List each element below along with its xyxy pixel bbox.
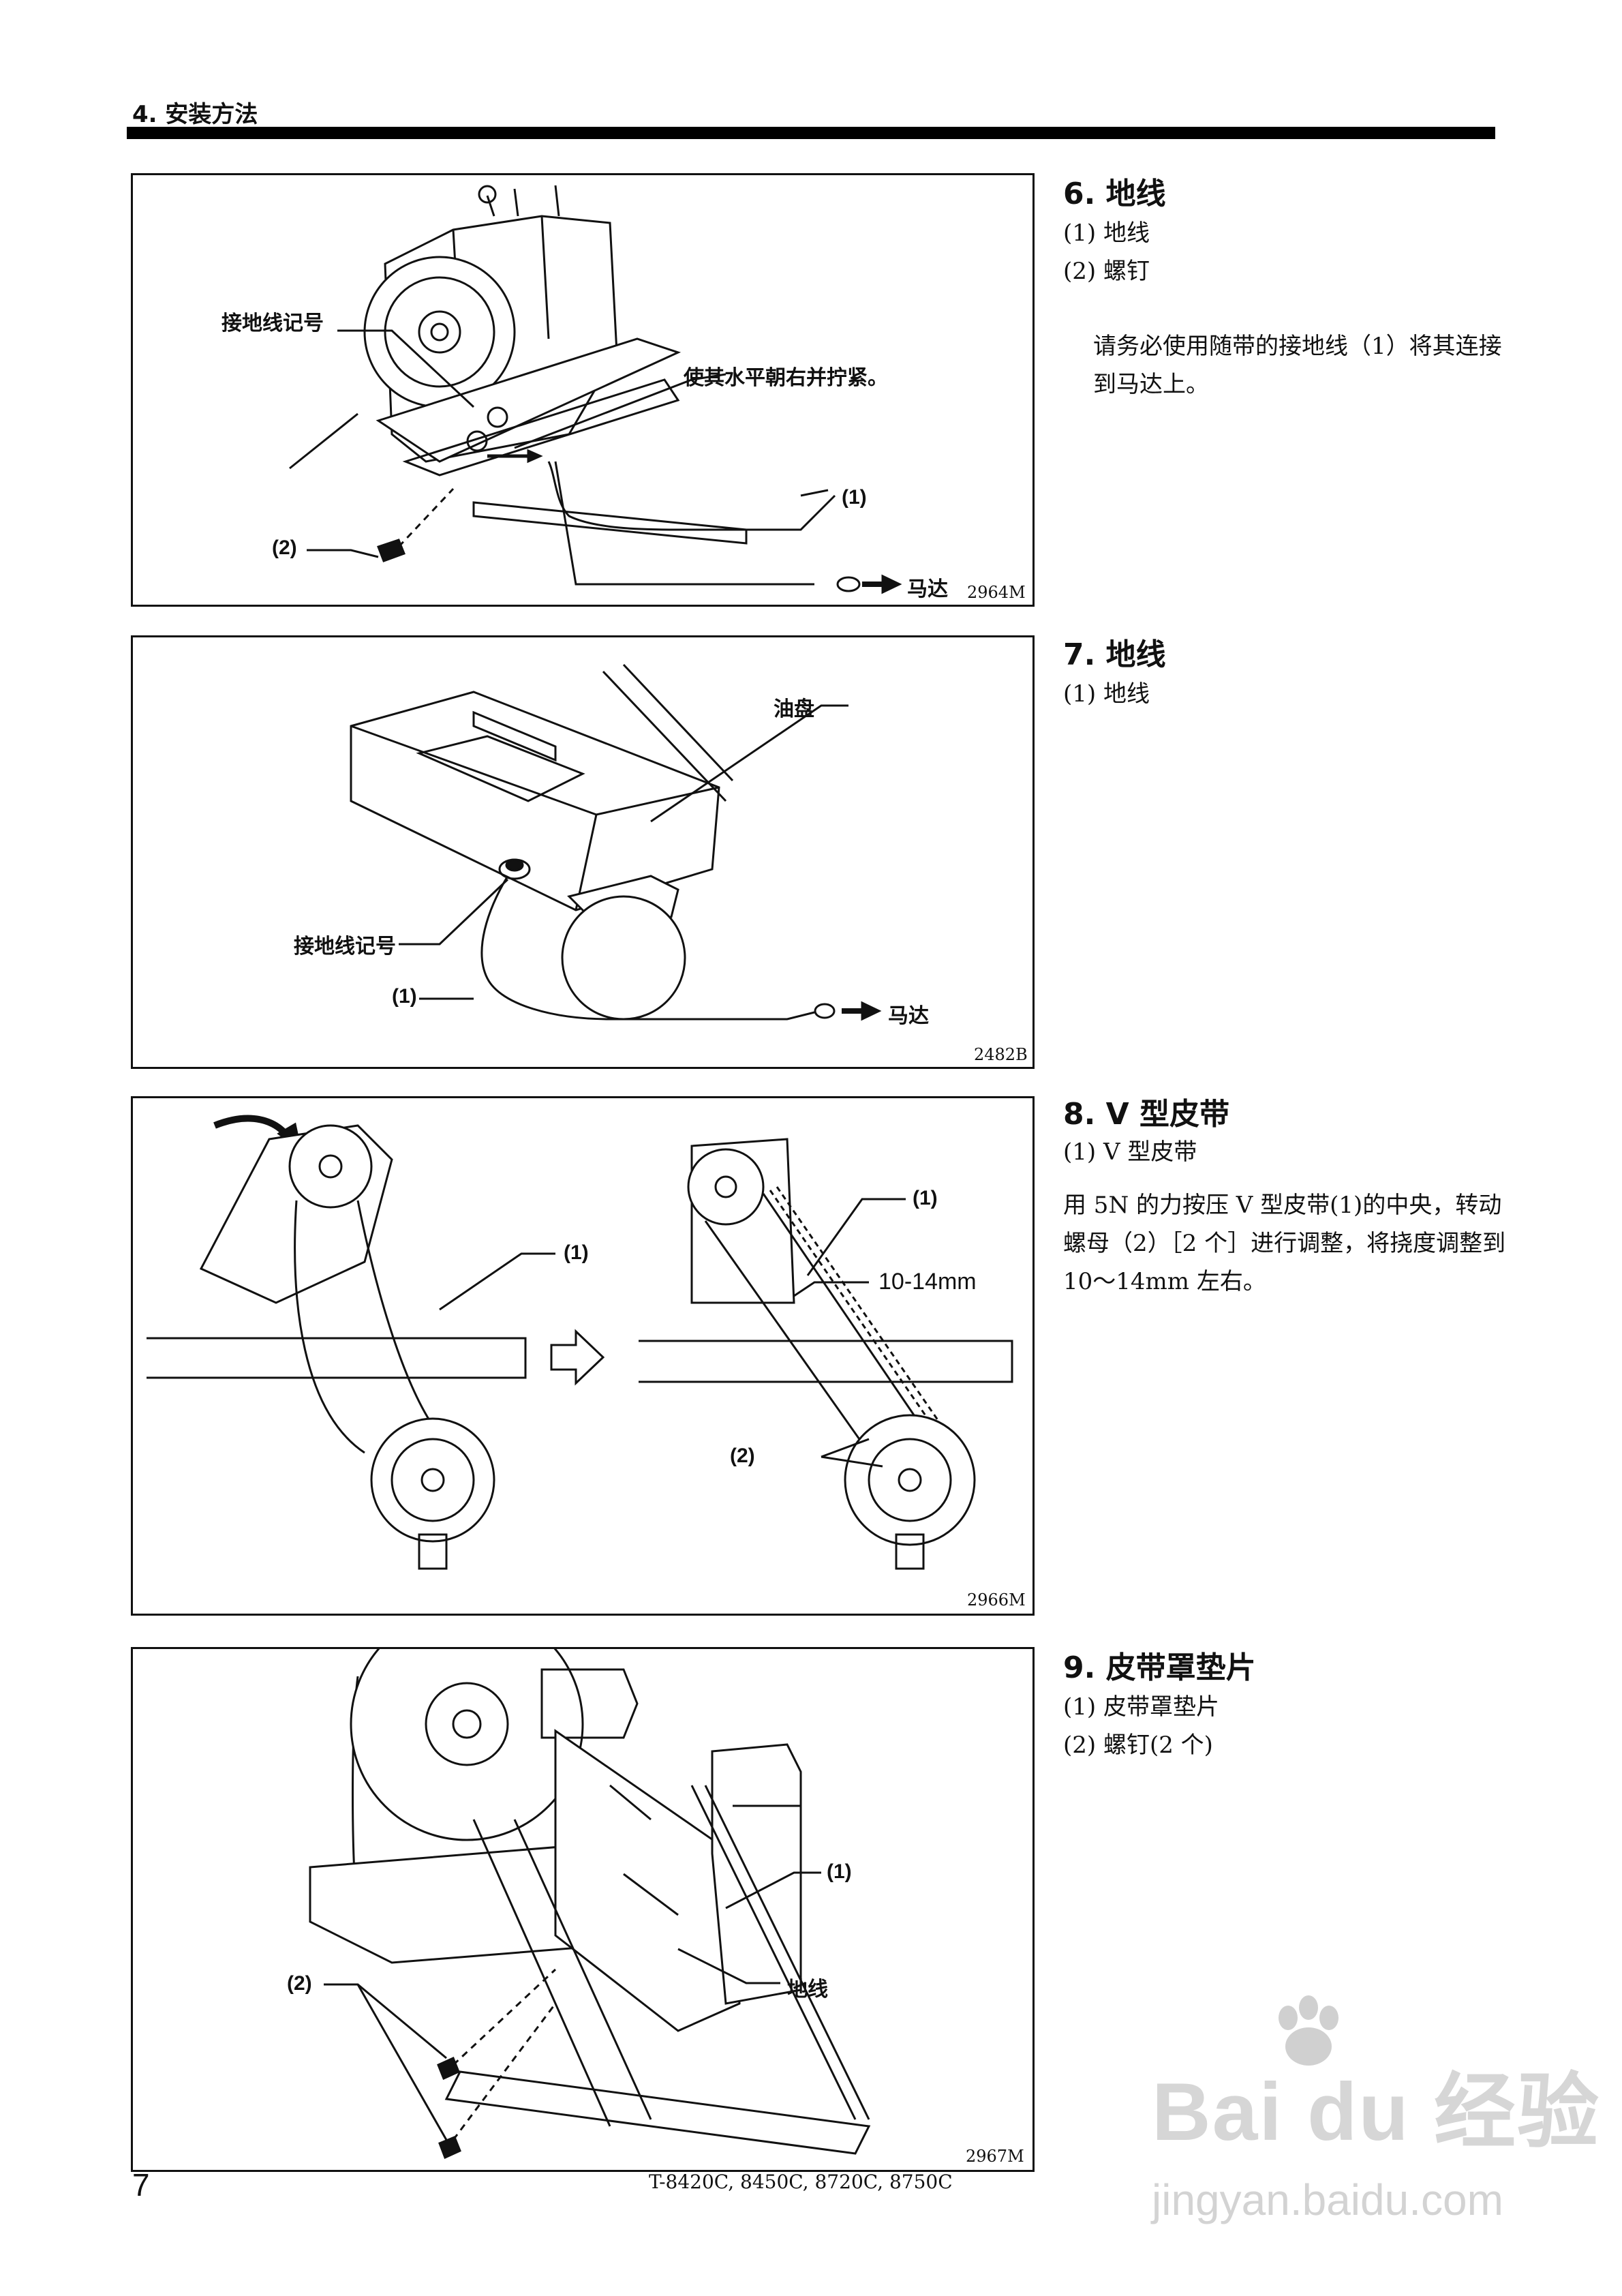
label-1-left: (1) bbox=[564, 1241, 589, 1264]
label-2: (2) bbox=[287, 1972, 312, 1995]
figure-grounding-1: 接地线记号 使其水平朝右并拧紧。 (1) (2) 马达 2964M bbox=[131, 173, 1035, 607]
section-item: (1) 皮带罩垫片 bbox=[1063, 1693, 1219, 1721]
paw-logo-icon bbox=[1279, 1995, 1338, 2066]
figure-code: 2482B bbox=[974, 1045, 1028, 1064]
section-item: (2) 螺钉(2 个) bbox=[1063, 1732, 1213, 1759]
section-item: (1) 地线 bbox=[1063, 680, 1150, 708]
label-1: (1) bbox=[827, 1860, 852, 1883]
label-range: 10-14mm bbox=[878, 1269, 977, 1295]
section-text: 请务必使用随带的接地线（1）将其连接到马达上。 bbox=[1093, 333, 1502, 398]
figure-code: 2966M bbox=[967, 1590, 1026, 1610]
section-item: (1) 地线 bbox=[1063, 220, 1150, 247]
belt-cover-illustration bbox=[309, 1649, 871, 2160]
section-title-8: 8. V 型皮带 bbox=[1063, 1097, 1230, 1132]
label-1: (1) bbox=[392, 985, 417, 1008]
v-belt-illustration bbox=[147, 1115, 1013, 1570]
figure-code: 2967M bbox=[966, 2147, 1024, 2166]
label-oil-pan: 油盘 bbox=[774, 698, 814, 721]
model-numbers: T-8420C, 8450C, 8720C, 8750C bbox=[649, 2171, 953, 2193]
figure-v-belt: (1) (1) 10-14mm (2) 2966M bbox=[131, 1096, 1035, 1616]
section-item: (2) 螺钉 bbox=[1063, 258, 1150, 285]
section-header: 4. 安装方法 bbox=[132, 101, 258, 128]
header-rule bbox=[127, 127, 1495, 139]
label-motor: 马达 bbox=[907, 578, 948, 601]
label-instruction: 使其水平朝右并拧紧。 bbox=[684, 367, 888, 389]
oil-pan-illustration bbox=[350, 663, 882, 1021]
label-1: (1) bbox=[842, 486, 867, 509]
label-2: (2) bbox=[272, 537, 297, 559]
section-title-7: 7. 地线 bbox=[1063, 637, 1166, 672]
figure-belt-cover-spacer: (1) 地线 (2) 2967M bbox=[131, 1647, 1035, 2172]
label-ground-mark: 接地线记号 bbox=[294, 935, 396, 958]
page-number: 7 bbox=[132, 2167, 150, 2203]
sewing-machine-illustration bbox=[289, 185, 902, 594]
label-ground-mark: 接地线记号 bbox=[221, 312, 324, 335]
watermark-url: jingyan.baidu.com bbox=[1152, 2175, 1503, 2224]
label-1-right: (1) bbox=[913, 1187, 938, 1209]
label-2: (2) bbox=[730, 1445, 755, 1467]
label-ground: 地线 bbox=[787, 1978, 828, 2001]
label-motor: 马达 bbox=[888, 1005, 929, 1027]
section-title-9: 9. 皮带罩垫片 bbox=[1063, 1650, 1256, 1685]
section-text: 用 5N 的力按压 V 型皮带(1)的中央，转动螺母（2）［2 个］进行调整，将… bbox=[1063, 1192, 1506, 1295]
section-title-6: 6. 地线 bbox=[1063, 177, 1166, 211]
figure-grounding-2: 油盘 接地线记号 (1) 马达 2482B bbox=[131, 635, 1035, 1069]
section-item: (1) V 型皮带 bbox=[1063, 1138, 1197, 1166]
watermark-brand: Bai du 经验 bbox=[1152, 2066, 1601, 2158]
figure-code: 2964M bbox=[967, 583, 1026, 602]
